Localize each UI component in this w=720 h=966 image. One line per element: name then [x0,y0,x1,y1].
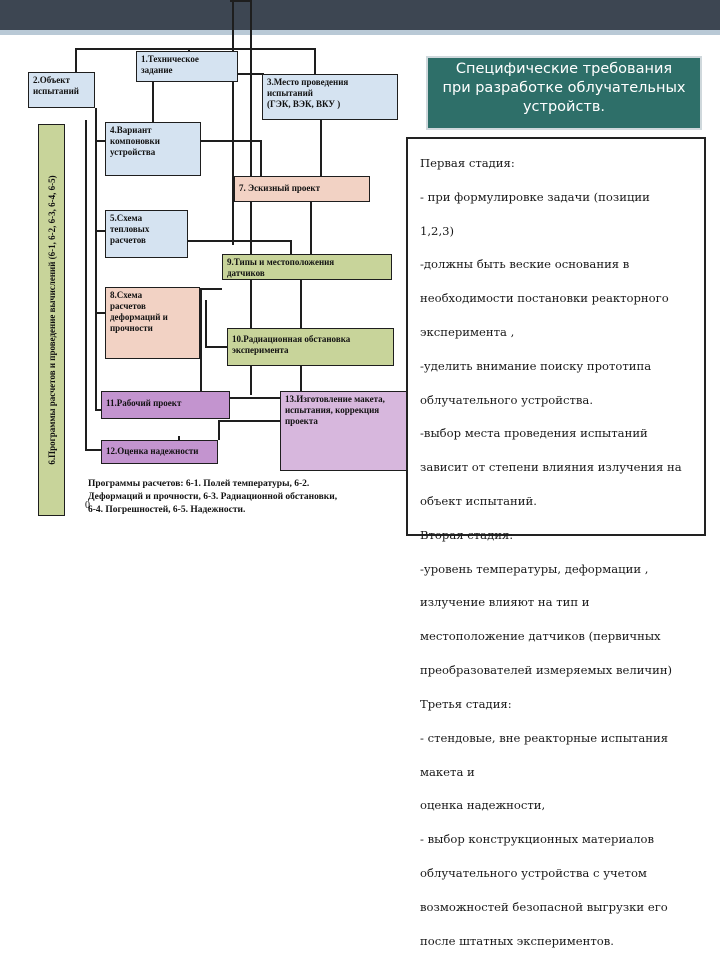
connector [152,82,154,122]
connector [310,202,312,254]
stage-line: -выбор места проведения испытаний [420,426,648,441]
top-bar [0,0,720,30]
box-thermal-calc: 5.Схема тепловых расчетов [105,210,188,258]
stage-line: Третья стадия: [420,696,512,711]
connector [95,409,101,411]
box-sensor-types: 9.Типы и местоположения датчиков [222,254,392,280]
stage-line: излучение влияют на тип и [420,595,590,610]
stage-line: эксперимента , [420,324,515,339]
connector [200,288,222,290]
connector [205,300,207,348]
connector [218,420,280,422]
stage-line: макета и [420,764,475,779]
stage-line: - при формулировке задачи (позиции [420,189,650,204]
connector [95,108,97,410]
box-strength-calc: 8.Схема расчетов деформаций и прочности [105,287,200,359]
box-calc-programs: 6.Программы расчетов и проведение вычисл… [38,124,65,516]
stage-line: облучательного устройства. [420,392,594,407]
stage-line: зависит от степени влияния излучения на [420,460,682,475]
stage-line: - стендовые, вне реакторные испытания [420,730,669,745]
stage-line: - выбор конструкционных материалов [420,832,654,847]
box-working-project: 11.Рабочий проект [101,391,230,419]
top-bar-stripe [0,30,720,35]
stage-line: -уровень температуры, деформации , [420,561,649,576]
stage-line: местоположение датчиков (первичных [420,629,661,644]
connector [300,366,302,394]
connector [201,140,261,142]
stage-line: облучательного устройства с учетом [420,865,647,880]
stage-line: возможностей безопасной выгрузки его [420,899,668,914]
stage-line: 1,2,3) [420,223,455,238]
connector [85,120,87,450]
box-radiation: 10.Радиационная обстановка эксперимента [227,328,394,366]
flow-diagram: 1.Техническое задание 2.Объект испытаний… [28,0,411,516]
stage-line: оценка надежности, [420,798,546,813]
connector [232,0,234,245]
stage-line: после штатных экспериментов. [420,933,614,948]
stages-panel [406,137,706,536]
slide-title: Специфические требования при разработке … [426,56,702,130]
box-reliability: 12.Оценка надежности [101,440,218,464]
connector [230,397,280,399]
connector [260,140,262,176]
connector [95,230,105,232]
connector [205,346,227,348]
box-model-testing: 13.Изготовление макета, испытания, корре… [280,391,411,471]
connector [300,280,302,328]
programs-note: Программы расчетов: 6-1. Полей температу… [88,479,338,515]
stage-line: -должны быть веские основания в [420,257,630,272]
stage-line: преобразователей измеряемых величин) [420,663,673,678]
stages-text: Первая стадия: - при формулировке задачи… [420,138,706,966]
connector [230,0,252,2]
stage-line: Вторая стадия: [420,527,514,542]
stage-line: объект испытаний. [420,494,537,509]
box-test-site: 3.Место проведения испытаний (ГЭК, ВЭК, … [262,74,398,120]
connector [238,73,264,75]
connector [218,420,220,440]
box-draft-project: 7. Эскизный проект [234,176,370,202]
connector [188,240,292,242]
connector [75,48,315,50]
connector [320,120,322,176]
stage-line: необходимости постановки реакторного [420,291,669,306]
box-layout-variant: 4.Вариант компоновки устройства [105,122,201,176]
connector [95,312,105,314]
stage-line: -уделить внимание поиску прототипа [420,358,652,373]
connector [178,436,180,440]
connector [95,140,105,142]
stray-mark: 0 [85,500,90,511]
connector [85,449,101,451]
stage-line: Первая стадия: [420,155,515,170]
box-technical-task: 1.Техническое задание [136,51,238,82]
connector [200,290,202,398]
connector [314,48,316,74]
connector [75,48,77,72]
connector [290,240,292,254]
box-test-object: 2.Объект испытаний [28,72,95,108]
